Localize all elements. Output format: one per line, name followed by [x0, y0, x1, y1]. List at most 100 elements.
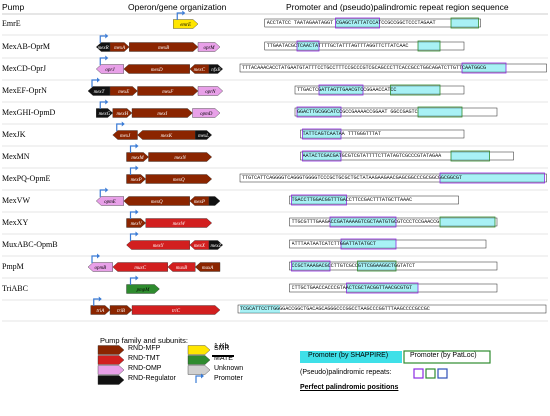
row-7-promoter-head: [135, 165, 139, 171]
row-5-mexL-arrow: [195, 130, 213, 140]
row-11-seq-box: [289, 261, 498, 271]
header-pump: Pump: [2, 2, 25, 12]
legend-SMR-regulator-arrow: [187, 345, 211, 355]
row-4-sequence: GGACTTGCGGCATCCGCCGAAAACCGGAAT GGCCGAGTC: [297, 109, 418, 115]
legend-item-label: RND-MFP: [128, 345, 161, 352]
row-2-nfxB-arrow: [208, 64, 224, 74]
row-8-promoter-icon: [99, 189, 106, 197]
row-9-shap-promoter: [330, 218, 396, 226]
row-8-mexQ-arrow: [123, 196, 190, 206]
row-2-oprJ-arrow: [95, 64, 124, 74]
legend-RND-OMP-regulator-arrow: [97, 365, 125, 375]
row-4-mexH-arrow: [112, 108, 133, 118]
row-4-gene-label: mexH: [117, 112, 129, 117]
row-1-gene-label: mexR: [98, 46, 109, 51]
row-0-promoter-head: [182, 10, 186, 16]
legend-promoter-promoter-head: [201, 373, 204, 379]
row-6-gene-label: mexM: [131, 156, 144, 161]
row-6-pump-name: MexMN: [2, 152, 30, 161]
tri-promoter-head: [98, 296, 102, 302]
row-7-seq-box: [239, 173, 547, 183]
row-1-gene-label: mexA: [114, 46, 126, 51]
header-operon: Operon/gene organization: [128, 2, 227, 12]
row-1-pump-name: MexAB-OprM: [2, 42, 50, 51]
row-3-palindrome-box: [318, 84, 364, 96]
legend-perfect-label: Perfect palindromic positions: [300, 384, 399, 391]
legend-item-label: Unknown: [214, 365, 244, 372]
tri-promoter-icon: [93, 298, 99, 306]
row-3-mexE-arrow: [109, 86, 138, 96]
row-8-sequence: TGACCTTGGACGGTTTGACCTTCCGACTTTATGCTTAAAC: [291, 197, 413, 203]
tri-gene-label: triB: [117, 309, 125, 314]
row-5-palindrome-box: [302, 128, 342, 140]
row-0-gene-label: emrE: [180, 23, 191, 28]
row-10-promoter-head: [135, 231, 139, 237]
legend-item-label: SMR: [214, 345, 230, 352]
row-0-seq-box: [264, 18, 481, 28]
row-4-mexI-arrow: [131, 108, 193, 118]
row-12-gene-label: pmpM: [136, 288, 151, 293]
row-4-gene-label: mexG: [99, 112, 111, 117]
row-2-sequence: TTTACAAACACCTATGAATGTATTTCCTGCCTTTCCGCCC…: [242, 65, 487, 71]
row-1-promoter-icon: [99, 35, 106, 43]
legend-patloc-swatch: [403, 350, 491, 364]
row-10-sequence: ATTTAATAATCATCTTGGATTATATGCT: [291, 241, 376, 247]
row-6-gene-label: mexN: [174, 156, 186, 161]
row-2-gene-label: mexC: [194, 68, 206, 73]
row-7-gene-label: mexP: [131, 178, 142, 183]
row-6-mexN-arrow: [148, 152, 213, 162]
row-0-sequence: ACCTATCC TAATAGAATAGGT CGAGCTATTATCCATCC…: [266, 20, 436, 26]
legend-palindrome-swatch: [425, 368, 436, 379]
row-10-promoter-icon: [129, 233, 136, 241]
row-4-seq-box: [294, 107, 498, 117]
tri-triB-arrow: [109, 305, 133, 315]
row-7-shap-promoter: [440, 174, 545, 182]
row-9-mexV-arrow: [126, 218, 147, 228]
row-8-shap-promoter: [291, 196, 347, 204]
legend-promoter-promoter-icon: [195, 375, 201, 383]
row-2-mexD-arrow: [123, 64, 190, 74]
header-promoter: Promoter and (pseudo)palindromic repeat …: [286, 2, 509, 12]
row-11-promoter-head: [97, 253, 100, 259]
row-11-muxB-arrow: [167, 262, 196, 272]
row-3-palindrome-box: [390, 84, 441, 96]
tri-sequence: TCGCATTCCTTGGGGACCGGCTGACAGCAGGGCCCGGCCT…: [240, 306, 430, 312]
row-5-mexJ-arrow: [112, 130, 138, 140]
row-3-promoter-head: [97, 77, 100, 83]
legend-RND-Regulator-regulator-arrow: [97, 375, 125, 385]
row-5-pump-name: MexJK: [2, 130, 26, 139]
row-10-mexZ-arrow: [208, 240, 224, 250]
row-2-gene-label: oprJ: [105, 68, 115, 73]
row-3-gene-label: mexT: [94, 90, 106, 95]
row-1-gene-label: mexB: [158, 46, 169, 51]
row-9-palindrome-box: [439, 216, 496, 228]
row-4-mexG-arrow: [96, 108, 114, 118]
row-6-mexM-arrow: [126, 152, 149, 162]
row-0-palindrome-box: [335, 17, 380, 29]
legend-item-label: MATE: [214, 355, 233, 362]
row-8-gene-label: mexP: [194, 200, 205, 205]
scale-bar-label: 1 Kb: [214, 343, 229, 350]
row-6-promoter-head: [135, 143, 139, 149]
row-9-sequence: TTGCGTTTGAAGACCGATAAAAGTCGCTAATGTGCGTCCC…: [291, 219, 440, 225]
row-6-seq-box: [300, 151, 514, 161]
row-5-promoter-head: [121, 121, 125, 127]
tri-gene-label: triC: [172, 309, 181, 314]
row-7-mexP-arrow: [126, 174, 147, 184]
row-2-seq-box: [239, 63, 547, 73]
row-11-sequence: CCGCTAAAGACGCCTTGTCGCCGTTCGGAAGGCTGGTATC…: [291, 263, 416, 269]
row-9-promoter-head: [135, 209, 139, 215]
row-4-shap-promoter: [418, 108, 462, 116]
row-11-gene-label: muxC: [134, 266, 146, 271]
row-11-palindrome-box: [357, 260, 397, 272]
legend-item-label: RND-OMP: [128, 365, 162, 372]
row-3-gene-label: mexF: [162, 90, 174, 95]
row-7-sequence: TTGTCATTCAGGGGTCAGGGTGGGGTCCCGCTGCGCTGCT…: [242, 175, 462, 181]
row-7-palindrome-box: [439, 172, 545, 184]
row-7-mexQ-arrow: [145, 174, 213, 184]
row-2-shap-promoter: [462, 64, 506, 72]
row-9-palindrome-box: [329, 216, 397, 228]
legend-RND-MFP-regulator-arrow: [97, 345, 125, 355]
row-11-palindrome-box: [291, 260, 331, 272]
